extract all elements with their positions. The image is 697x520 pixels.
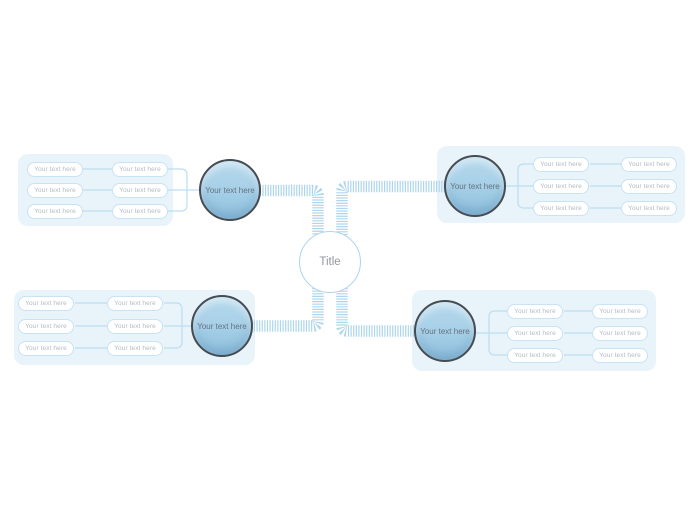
branch-node-top-left[interactable]: Your text here (199, 159, 261, 221)
text-node-pill[interactable]: Your text here (592, 347, 648, 363)
wire-links-top-right (590, 163, 621, 209)
text-node-pill[interactable]: Your text here (27, 161, 83, 177)
text-node-pill[interactable]: Your text here (592, 303, 648, 319)
central-topic-node[interactable]: Title (299, 231, 361, 293)
wire-links-bottom-right (564, 310, 592, 356)
connector-ribbon-top-left (252, 184, 324, 236)
text-node-pill[interactable]: Your text here (107, 295, 163, 311)
text-node-pill[interactable]: Your text here (507, 347, 563, 363)
text-node-pill[interactable]: Your text here (533, 156, 589, 172)
text-node-pill[interactable]: Your text here (18, 318, 74, 334)
text-node-pill[interactable]: Your text here (621, 178, 677, 194)
text-node-pill[interactable]: Your text here (27, 203, 83, 219)
wire-bracket-top-right (517, 163, 533, 209)
text-node-pill[interactable]: Your text here (107, 340, 163, 356)
text-node-pill[interactable]: Your text here (507, 303, 563, 319)
branch-node-bottom-left[interactable]: Your text here (191, 295, 253, 357)
wire-bracket-bottom-right (488, 310, 507, 356)
text-node-pill[interactable]: Your text here (533, 200, 589, 216)
connector-ribbon-top-right (336, 180, 458, 236)
text-node-pill[interactable]: Your text here (27, 182, 83, 198)
text-node-pill[interactable]: Your text here (18, 340, 74, 356)
wire-links-bottom-left (75, 302, 107, 349)
text-node-pill[interactable]: Your text here (507, 325, 563, 341)
text-node-pill[interactable]: Your text here (533, 178, 589, 194)
connector-ribbon-bottom-left (248, 288, 324, 332)
text-node-pill[interactable]: Your text here (107, 318, 163, 334)
text-node-pill[interactable]: Your text here (112, 203, 168, 219)
connector-ribbon-bottom-right (336, 288, 470, 337)
text-node-pill[interactable]: Your text here (112, 182, 168, 198)
text-node-pill[interactable]: Your text here (621, 200, 677, 216)
wire-links-top-left (83, 168, 112, 212)
text-node-pill[interactable]: Your text here (592, 325, 648, 341)
text-node-pill[interactable]: Your text here (18, 295, 74, 311)
text-node-pill[interactable]: Your text here (112, 161, 168, 177)
branch-node-bottom-right[interactable]: Your text here (414, 300, 476, 362)
text-node-pill[interactable]: Your text here (621, 156, 677, 172)
branch-node-top-right[interactable]: Your text here (444, 155, 506, 217)
